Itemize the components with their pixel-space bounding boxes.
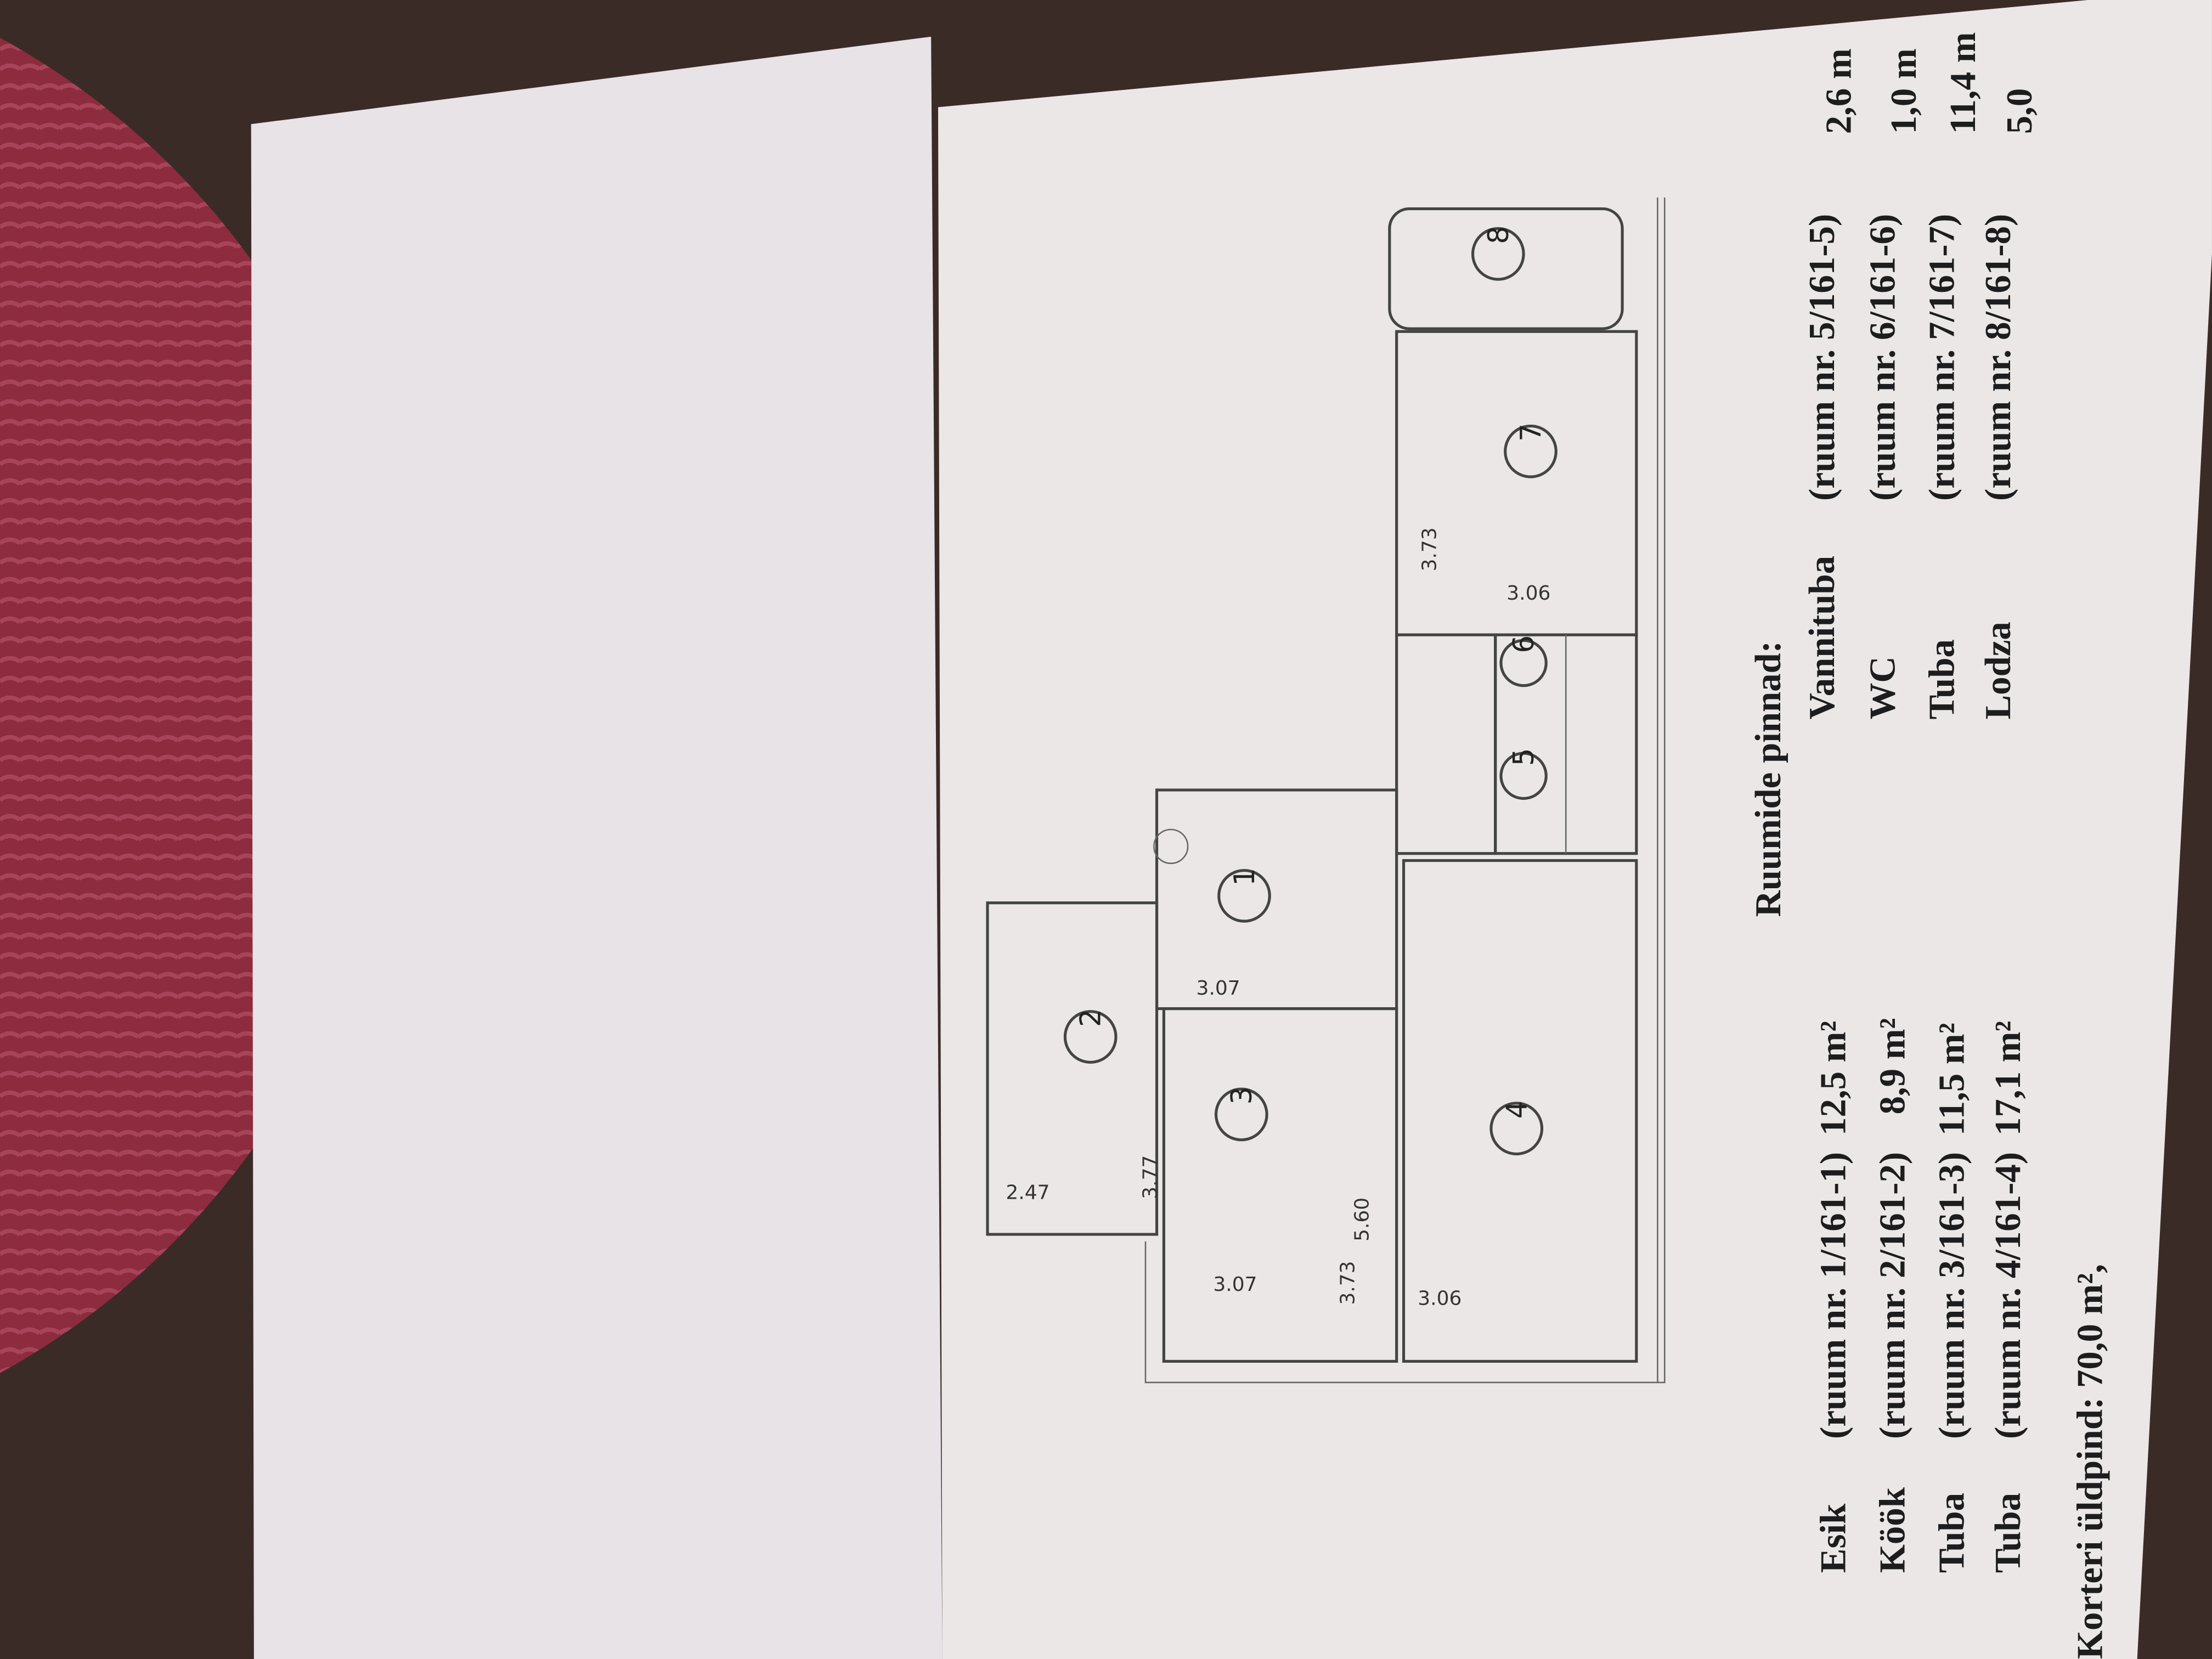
room-name: Vannituba	[1802, 556, 1842, 720]
room-name: Esik	[1813, 1503, 1853, 1573]
room-number: 5	[1508, 748, 1541, 766]
room-ref: (ruum nr. 2/161-2)	[1872, 1152, 1912, 1439]
dim-label: 3.06	[1506, 582, 1550, 605]
room-name: Köök	[1872, 1487, 1912, 1573]
room-ref: (ruum nr. 7/161-7)	[1921, 214, 1962, 501]
room-name: WC	[1862, 656, 1903, 719]
room-area: 8,9 m²	[1872, 1018, 1912, 1114]
room-ref: (ruum nr. 4/161-4)	[1988, 1152, 2028, 1439]
room-name: Tuba	[1988, 1493, 2028, 1573]
room-ref: (ruum nr. 1/161-1)	[1813, 1152, 1853, 1439]
dim-label: 3.77	[1139, 1155, 1162, 1199]
dim-label: 5.60	[1351, 1198, 1373, 1242]
room-ref: (ruum nr. 3/161-3)	[1931, 1152, 1972, 1439]
room-name: Tuba	[1921, 639, 1962, 719]
room-number: 6	[1508, 635, 1541, 653]
dim-label: 2.47	[1006, 1182, 1049, 1204]
room-area: 11,5 m²	[1931, 1023, 1972, 1136]
dim-label: 3.73	[1419, 527, 1441, 571]
room-number: 3	[1226, 1087, 1259, 1105]
room-name: Tuba	[1931, 1493, 1972, 1573]
room-number: 4	[1500, 1101, 1533, 1119]
total-area-line: Korteri üldpind: 70,0 m²,	[2069, 1264, 2110, 1659]
room-area: 11,4 m	[1943, 32, 1983, 134]
room-number: 8	[1482, 226, 1515, 244]
plan-dimensions: 2.47 3.77 3.07 3.07 3.73 5.60 3.06 3.73 …	[1006, 527, 1550, 1310]
room-areas-left: Esik (ruum nr. 1/161-1) 12,5 m² Köök (ru…	[1813, 1018, 2028, 1573]
left-paper-page	[251, 36, 943, 1659]
dim-label: 3.73	[1337, 1261, 1359, 1305]
room-number: 2	[1075, 1009, 1108, 1027]
room-area: 12,5 m²	[1813, 1021, 1853, 1136]
room-area: 1,0 m	[1883, 48, 1924, 134]
room-area: 5,0	[1999, 88, 2040, 134]
room-name: Lodza	[1978, 622, 2018, 719]
room-number: 7	[1515, 424, 1548, 442]
dim-label: 3.07	[1213, 1273, 1257, 1296]
room-number: 1	[1228, 868, 1261, 886]
room-ref: (ruum nr. 5/161-5)	[1802, 214, 1842, 501]
floor-plan	[986, 197, 1666, 1384]
areas-heading: Ruumide pinnad:	[1748, 641, 1788, 917]
room-number-circles: 1 2 3 4 5 6 7 8	[1063, 226, 1558, 1155]
room-ref: (ruum nr. 8/161-8)	[1978, 214, 2018, 501]
room-areas-right: Vannituba (ruum nr. 5/161-5) 2,6 m WC (r…	[1802, 32, 2040, 720]
right-paper-page	[938, 0, 2212, 1659]
dim-label: 3.06	[1418, 1288, 1462, 1310]
room-area: 2,6 m	[1819, 48, 1859, 134]
room-ref: (ruum nr. 6/161-6)	[1862, 214, 1903, 501]
room-area: 17,1 m²	[1988, 1021, 2028, 1136]
dim-label: 3.07	[1197, 977, 1240, 1000]
